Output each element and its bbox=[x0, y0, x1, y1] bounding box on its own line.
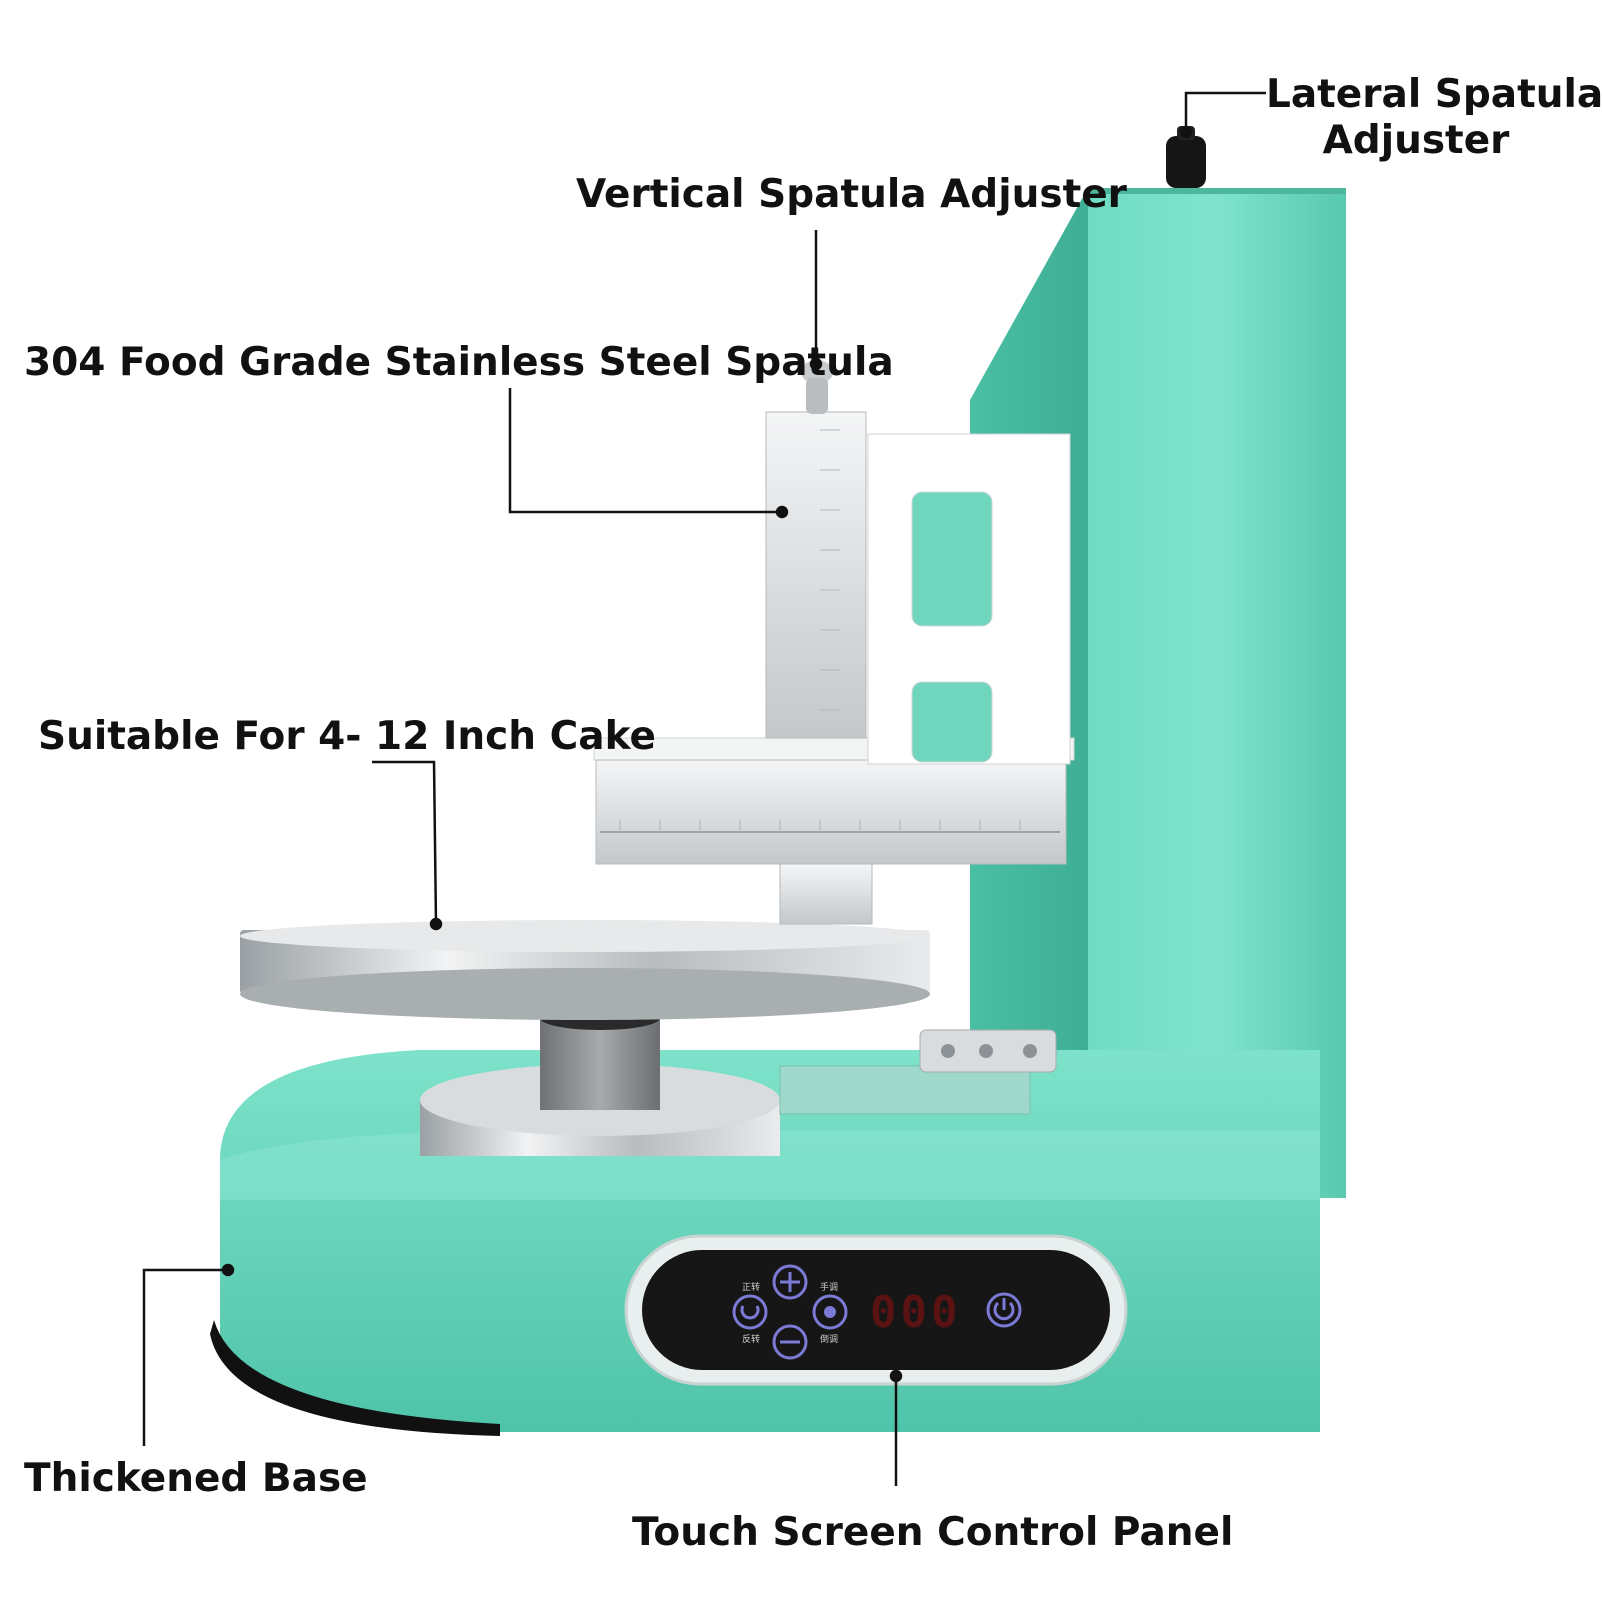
record-icon[interactable] bbox=[812, 1294, 848, 1330]
label-lateral-adjuster-line2: Adjuster bbox=[1322, 118, 1510, 163]
rotate-reverse-text: 反转 bbox=[742, 1333, 760, 1345]
label-vertical-adjuster: Vertical Spatula Adjuster bbox=[576, 172, 1127, 217]
label-cake-size: Suitable For 4- 12 Inch Cake bbox=[38, 714, 656, 759]
leader-base bbox=[142, 1268, 228, 1446]
power-icon[interactable] bbox=[986, 1292, 1022, 1328]
leader-lateral-adjuster-dot bbox=[1179, 125, 1193, 139]
leader-spatula bbox=[508, 388, 782, 514]
spatula-bracket bbox=[867, 433, 1071, 765]
label-base: Thickened Base bbox=[24, 1456, 368, 1501]
rotate-forward-text: 正转 bbox=[742, 1281, 760, 1293]
leader-vertical-adjuster-dot bbox=[809, 357, 823, 371]
label-lateral-adjuster: Lateral Spatula Adjuster bbox=[1266, 72, 1602, 164]
label-lateral-adjuster-line1: Lateral Spatula bbox=[1266, 72, 1602, 117]
leader-base-dot bbox=[221, 1263, 235, 1277]
leader-cake-size bbox=[372, 760, 438, 925]
control-panel: 正转 反转 手调 倒调 000 bbox=[624, 1234, 1128, 1386]
manual-adjust-text: 手调 bbox=[820, 1281, 838, 1293]
reverse-adjust-text: 倒调 bbox=[820, 1333, 838, 1345]
vertical-spatula bbox=[765, 360, 873, 925]
minus-icon[interactable] bbox=[772, 1324, 808, 1360]
leader-cake-size-dot bbox=[429, 917, 443, 931]
leader-spatula-dot bbox=[775, 505, 789, 519]
lateral-rail bbox=[779, 1029, 1057, 1115]
leader-lateral-adjuster bbox=[1184, 91, 1266, 132]
leader-lines bbox=[142, 91, 1266, 1486]
panel-display: 000 bbox=[870, 1287, 961, 1338]
plus-icon[interactable] bbox=[772, 1264, 808, 1300]
label-control-panel: Touch Screen Control Panel bbox=[632, 1510, 1234, 1555]
spatula-arm bbox=[593, 737, 1075, 865]
label-spatula: 304 Food Grade Stainless Steel Spatula bbox=[24, 340, 894, 385]
turntable-plate bbox=[240, 920, 930, 1020]
leader-control-panel-dot bbox=[889, 1369, 903, 1383]
rotate-icon[interactable] bbox=[732, 1294, 768, 1330]
